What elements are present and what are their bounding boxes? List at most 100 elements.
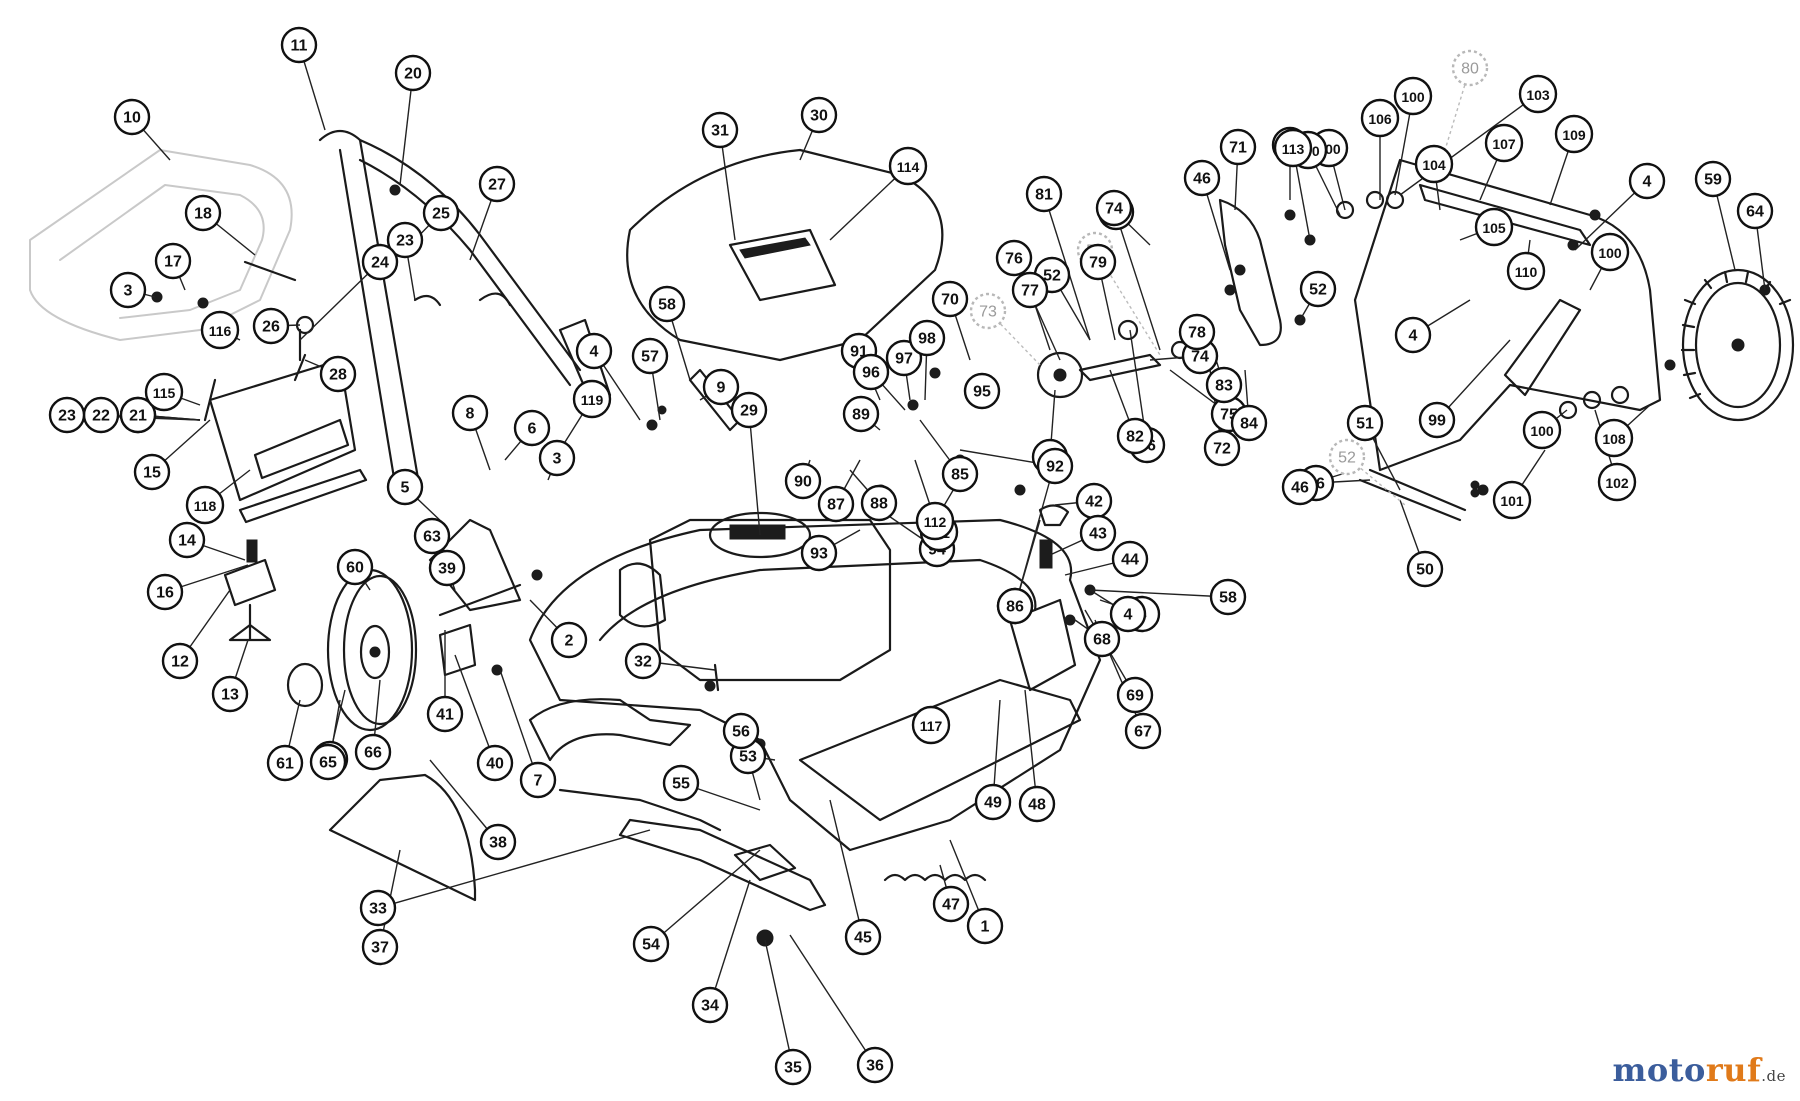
callout-circle [184, 194, 222, 232]
callout-circle [1594, 418, 1634, 458]
callout-label: 84 [1240, 416, 1258, 433]
callout-117: 117 [911, 705, 951, 745]
deck-front-panel [798, 678, 1082, 822]
watermark-part-3: .de [1761, 1067, 1786, 1085]
callout-circle [386, 221, 424, 259]
callout-circle [572, 379, 612, 419]
callout-label: 90 [794, 474, 812, 491]
drive-linkage-bar [558, 788, 722, 832]
callout-circle [109, 271, 147, 309]
callout-18: 18 [184, 194, 222, 232]
leader-line [377, 829, 651, 909]
callout-label: 14 [178, 533, 196, 550]
callout-115: 115 [144, 372, 184, 412]
callout-20: 20 [394, 54, 432, 92]
callout-24: 24 [361, 243, 399, 281]
rear-wheel-axle [369, 646, 381, 658]
callout-circle [996, 587, 1034, 625]
callout-label: 108 [1602, 431, 1626, 447]
shroud-vent [739, 237, 811, 259]
mower-deck [528, 518, 1102, 852]
callout-17: 17 [154, 242, 192, 280]
callout-79: 79 [1079, 243, 1117, 281]
callout-label: 74 [1105, 201, 1123, 218]
callout-label: 59 [1704, 172, 1722, 189]
callout-16: 16 [146, 573, 184, 611]
callout-circle [800, 534, 838, 572]
callout-82: 82 [1116, 417, 1154, 455]
callout-circle [800, 96, 838, 134]
callout-circle [1393, 76, 1433, 116]
callout-circle [631, 337, 669, 375]
blade-adapter [733, 843, 797, 882]
callout-label: 18 [194, 206, 212, 223]
leader-line [499, 669, 539, 781]
callout-42: 42 [1075, 482, 1113, 520]
callout-label: 85 [951, 467, 969, 484]
callout-circle [550, 621, 588, 659]
callout-58: 58 [648, 285, 686, 323]
callout-circle [969, 292, 1007, 330]
callout-25: 25 [422, 194, 460, 232]
callout-label: 61 [276, 756, 294, 773]
callout-65: 65 [309, 743, 347, 781]
pivot-bolt-42 [1038, 504, 1070, 527]
callout-6: 6 [513, 409, 551, 447]
callout-circle [133, 453, 171, 491]
callout-106: 106 [1360, 98, 1400, 138]
callout-circle [1083, 620, 1121, 658]
callout-circle [1451, 49, 1489, 87]
callout-label: 38 [489, 835, 507, 852]
leader-line [789, 934, 876, 1066]
callout-55: 55 [662, 764, 700, 802]
callout-label: 88 [870, 496, 888, 513]
drive-sprocket-72 [1036, 351, 1084, 399]
callout-label: 21 [129, 408, 147, 425]
callout-label: 86 [1006, 599, 1024, 616]
callout-label: 113 [1282, 141, 1305, 157]
callout-label: 89 [852, 407, 870, 424]
shroud-opening [728, 228, 837, 302]
callout-circle [1492, 480, 1532, 520]
callout-61: 61 [266, 744, 304, 782]
callout-circle [701, 111, 739, 149]
callout-label: 70 [941, 292, 959, 309]
callout-label: 106 [1368, 111, 1392, 127]
callout-circle [422, 194, 460, 232]
callout-97: 97 [885, 339, 923, 377]
callout-circle [1116, 676, 1154, 714]
callout-circle [185, 485, 225, 525]
callout-label: 52 [1338, 450, 1356, 467]
callout-circle [932, 885, 970, 923]
callout-104: 104 [1414, 144, 1454, 184]
callout-circle [995, 239, 1033, 277]
callout-circle [817, 485, 855, 523]
callout-circle [1484, 123, 1524, 163]
callout-circle [478, 165, 516, 203]
callout-label: 93 [810, 546, 828, 563]
callout-label: 58 [658, 297, 676, 314]
callout-circle [146, 573, 184, 611]
callout-circle [1036, 447, 1074, 485]
callout-circle [361, 243, 399, 281]
callout-circle [1406, 550, 1444, 588]
callout-circle [1554, 114, 1594, 154]
callout-35: 35 [774, 1048, 812, 1086]
small-hardware [151, 155, 1771, 750]
callout-label: 87 [827, 497, 845, 514]
callout-64: 64 [1736, 192, 1774, 230]
callout-circle [1079, 514, 1117, 552]
callout-circle [722, 712, 760, 750]
callout-circle [966, 907, 1004, 945]
callout-119: 119 [572, 379, 612, 419]
callout-74: 74 [1095, 189, 1133, 227]
callout-label: 4 [1409, 328, 1418, 345]
callout-92: 92 [1036, 447, 1074, 485]
callout-circle [168, 521, 206, 559]
callout-circle [1183, 159, 1221, 197]
callout-circle [624, 642, 662, 680]
callout-100: 100 [1590, 232, 1630, 272]
callout-78: 78 [1178, 313, 1216, 351]
callout-100: 100 [1522, 410, 1562, 450]
